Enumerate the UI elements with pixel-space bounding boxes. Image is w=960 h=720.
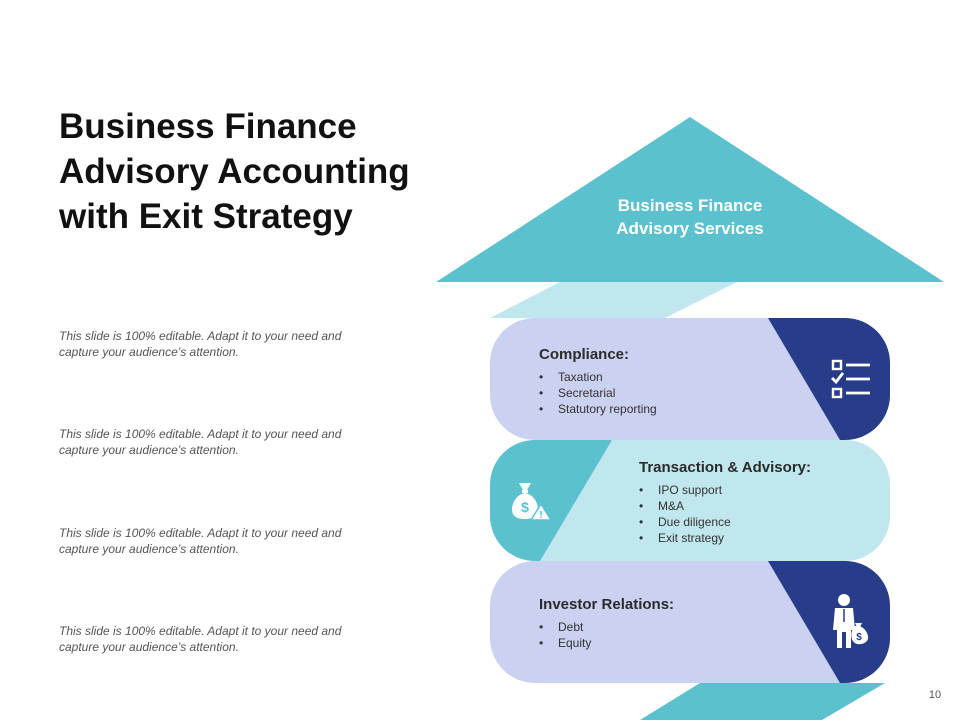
checklist-icon <box>831 359 870 399</box>
list-item: •IPO support <box>639 483 723 497</box>
investor-text: Investor Relations: •Debt •Equity <box>539 595 674 651</box>
transaction-text: Transaction & Advisory: •IPO support •M&… <box>639 458 811 546</box>
compliance-heading: Compliance: <box>539 346 630 363</box>
list-item: •Secretarial <box>539 386 616 400</box>
connector-bottom <box>640 683 885 720</box>
list-item: •Due diligence <box>639 515 731 529</box>
slide-title: Business Finance Advisory Accounting wit… <box>59 104 479 239</box>
businessman-money-bag-icon: $ <box>833 594 869 648</box>
arrow-head <box>436 117 944 282</box>
investor-list: •Debt •Equity <box>539 619 674 651</box>
svg-text:$: $ <box>521 499 529 515</box>
list-item: •Taxation <box>539 370 603 384</box>
note-line: capture your audience’s attention. <box>59 345 239 359</box>
note-1: This slide is 100% editable. Adapt it to… <box>59 328 389 360</box>
list-item: •Exit strategy <box>639 531 725 545</box>
note-line: This slide is 100% editable. Adapt it to… <box>59 427 342 441</box>
investor-heading: Investor Relations: <box>539 596 675 613</box>
arrow-title-line: Business Finance <box>617 196 763 215</box>
svg-text:$: $ <box>856 632 862 643</box>
money-bag-alert-icon: $ ! <box>512 483 552 521</box>
note-line: This slide is 100% editable. Adapt it to… <box>59 624 342 638</box>
block-compliance <box>490 318 890 440</box>
list-item: •Debt <box>539 620 584 634</box>
note-4: This slide is 100% editable. Adapt it to… <box>59 623 389 655</box>
list-item: •Equity <box>539 636 592 650</box>
slide-title-line: with Exit Strategy <box>59 197 353 236</box>
arrow-title-line: Advisory Services <box>616 219 764 238</box>
transaction-heading: Transaction & Advisory: <box>639 459 811 476</box>
list-item: •M&A <box>639 499 685 513</box>
slide-title-line: Advisory Accounting <box>59 152 410 191</box>
slide-title-line: Business Finance <box>59 107 357 146</box>
list-item: •Statutory reporting <box>539 402 657 416</box>
compliance-text: Compliance: •Taxation •Secretarial •Stat… <box>539 345 657 417</box>
note-line: capture your audience’s attention. <box>59 640 239 654</box>
page-number: 10 <box>928 689 942 701</box>
connector-top <box>490 282 737 318</box>
compliance-list: •Taxation •Secretarial •Statutory report… <box>539 369 657 417</box>
note-line: This slide is 100% editable. Adapt it to… <box>59 526 342 540</box>
note-line: This slide is 100% editable. Adapt it to… <box>59 329 342 343</box>
note-line: capture your audience’s attention. <box>59 542 239 556</box>
note-2: This slide is 100% editable. Adapt it to… <box>59 426 389 458</box>
block-investor <box>490 561 890 683</box>
block-transaction <box>490 440 890 561</box>
svg-text:!: ! <box>539 510 542 521</box>
note-line: capture your audience’s attention. <box>59 443 239 457</box>
note-3: This slide is 100% editable. Adapt it to… <box>59 525 389 557</box>
transaction-list: •IPO support •M&A •Due diligence •Exit s… <box>639 482 811 546</box>
arrow-title: Business Finance Advisory Services <box>560 194 820 240</box>
